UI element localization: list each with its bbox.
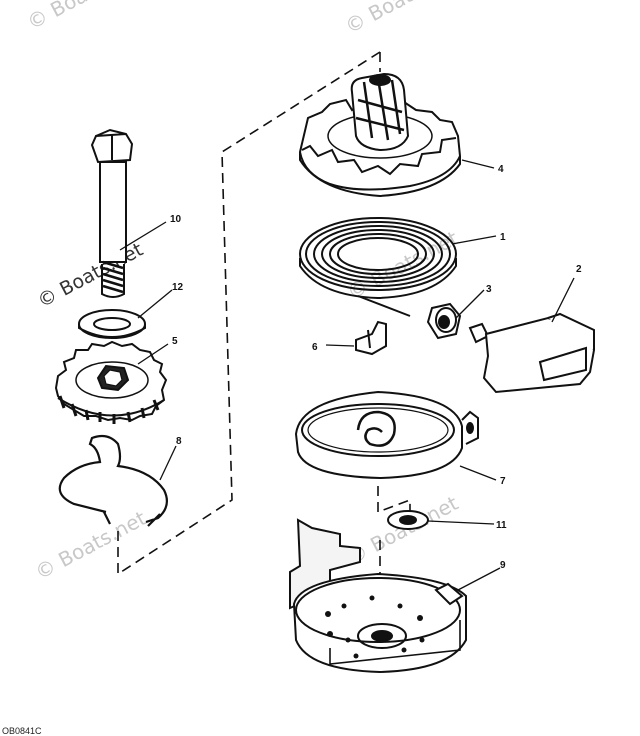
callout-12: 12 xyxy=(172,282,184,293)
part-11-washer xyxy=(387,510,429,530)
part-12-washer xyxy=(78,309,146,339)
callout-5: 5 xyxy=(172,336,178,347)
callout-10: 10 xyxy=(170,214,182,225)
watermark-top-left: © Boats.net xyxy=(23,0,142,34)
part-8-spring-clip xyxy=(58,434,169,527)
part-3-rope-guide xyxy=(426,302,462,340)
part-10-bolt xyxy=(90,128,134,298)
part-6-pawl xyxy=(355,320,387,356)
callout-2: 2 xyxy=(576,264,582,275)
callout-11: 11 xyxy=(496,520,507,531)
callout-6: 6 xyxy=(312,342,318,353)
callout-7: 7 xyxy=(500,476,506,487)
callout-4: 4 xyxy=(498,164,504,175)
part-1-recoil-spring xyxy=(299,217,457,300)
callout-numbers: 1 2 3 4 5 6 7 8 9 10 11 12 xyxy=(170,164,582,571)
part-2-handle xyxy=(468,312,596,394)
starter-rope xyxy=(357,295,411,317)
drawing-code: OB0841C xyxy=(2,726,42,736)
watermark-bottom-left: © Boats.net xyxy=(31,506,150,585)
part-9-base-plate xyxy=(289,518,467,674)
part-4-pulley xyxy=(298,72,462,198)
leader-lines xyxy=(119,159,575,591)
callout-1: 1 xyxy=(500,232,506,243)
watermark-top-right: © Boats.net xyxy=(341,0,460,38)
watermark-mid-left: © Boats.net xyxy=(34,239,147,313)
part-5-gear xyxy=(54,340,168,424)
part-7-housing xyxy=(294,390,479,480)
callout-3: 3 xyxy=(486,284,492,295)
dashed-line-main xyxy=(117,51,381,576)
callout-9: 9 xyxy=(500,560,506,571)
callout-8: 8 xyxy=(176,436,182,447)
